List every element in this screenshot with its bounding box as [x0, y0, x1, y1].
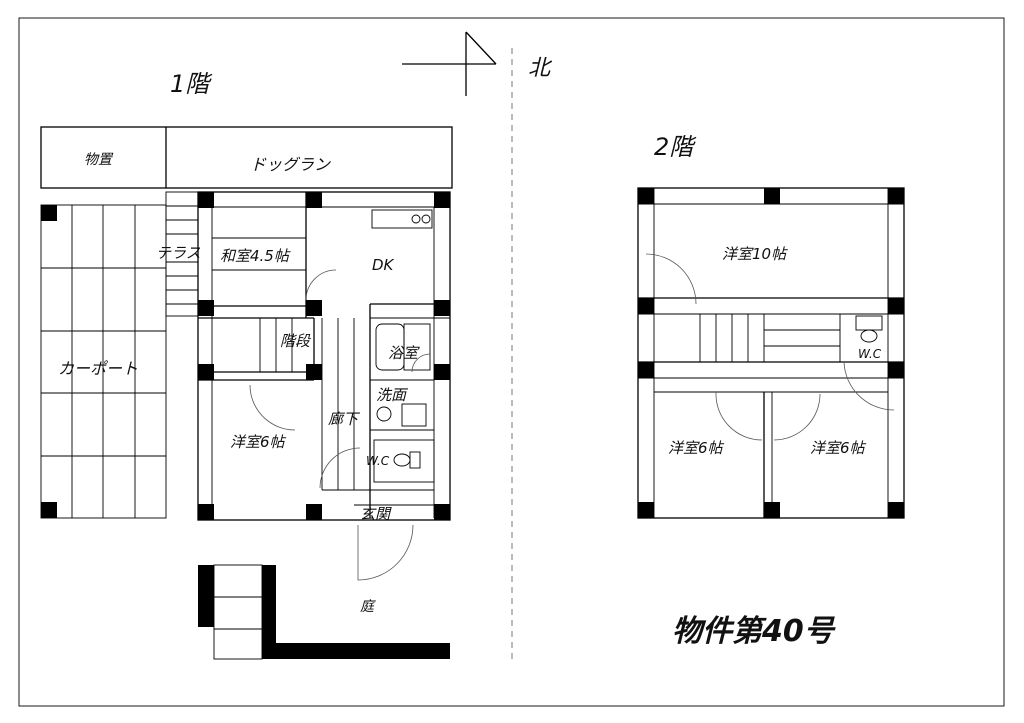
- north-label: 北: [528, 56, 553, 81]
- room-wc-2f: W.C: [858, 347, 882, 361]
- room-washroom: 洗面: [376, 386, 409, 404]
- room-wc-1f: W.C: [366, 454, 390, 468]
- room-storage: 物置: [84, 152, 114, 168]
- room-entrance: 玄関: [360, 505, 392, 523]
- room-terrace: テラス: [156, 244, 201, 262]
- terrace-deck: [165, 191, 199, 317]
- floor1-title: 1階: [170, 70, 213, 98]
- carport-grid: [40, 204, 167, 519]
- room-western-6: 洋室6帖: [230, 433, 287, 451]
- room-japanese: 和室4.5帖: [220, 247, 291, 265]
- room-dog-run: ドッグラン: [250, 155, 331, 174]
- room-stairs: 階段: [280, 332, 312, 350]
- floor1-walls: [197, 191, 451, 521]
- room-corridor: 廊下: [328, 410, 361, 428]
- floor2-columns: [638, 188, 904, 518]
- property-label: 物件第40号: [672, 614, 836, 649]
- room-bath: 浴室: [388, 344, 420, 362]
- page-frame: [18, 17, 1005, 707]
- floor2-doors: [645, 253, 895, 441]
- floor1-doors: [249, 269, 431, 581]
- north-arrow-icon: [402, 31, 497, 96]
- floor1-columns: [198, 192, 450, 520]
- garden-wall: [198, 564, 450, 660]
- floor2-title: 2階: [654, 133, 697, 161]
- room-garden: 庭: [360, 599, 376, 615]
- room-dk: DK: [372, 256, 395, 274]
- room-western-6-left: 洋室6帖: [668, 439, 725, 457]
- room-western-10: 洋室10帖: [722, 245, 788, 263]
- room-carport: カーポート: [58, 359, 138, 378]
- storage-dogrun-block: [40, 126, 453, 189]
- room-western-6-right: 洋室6帖: [810, 439, 867, 457]
